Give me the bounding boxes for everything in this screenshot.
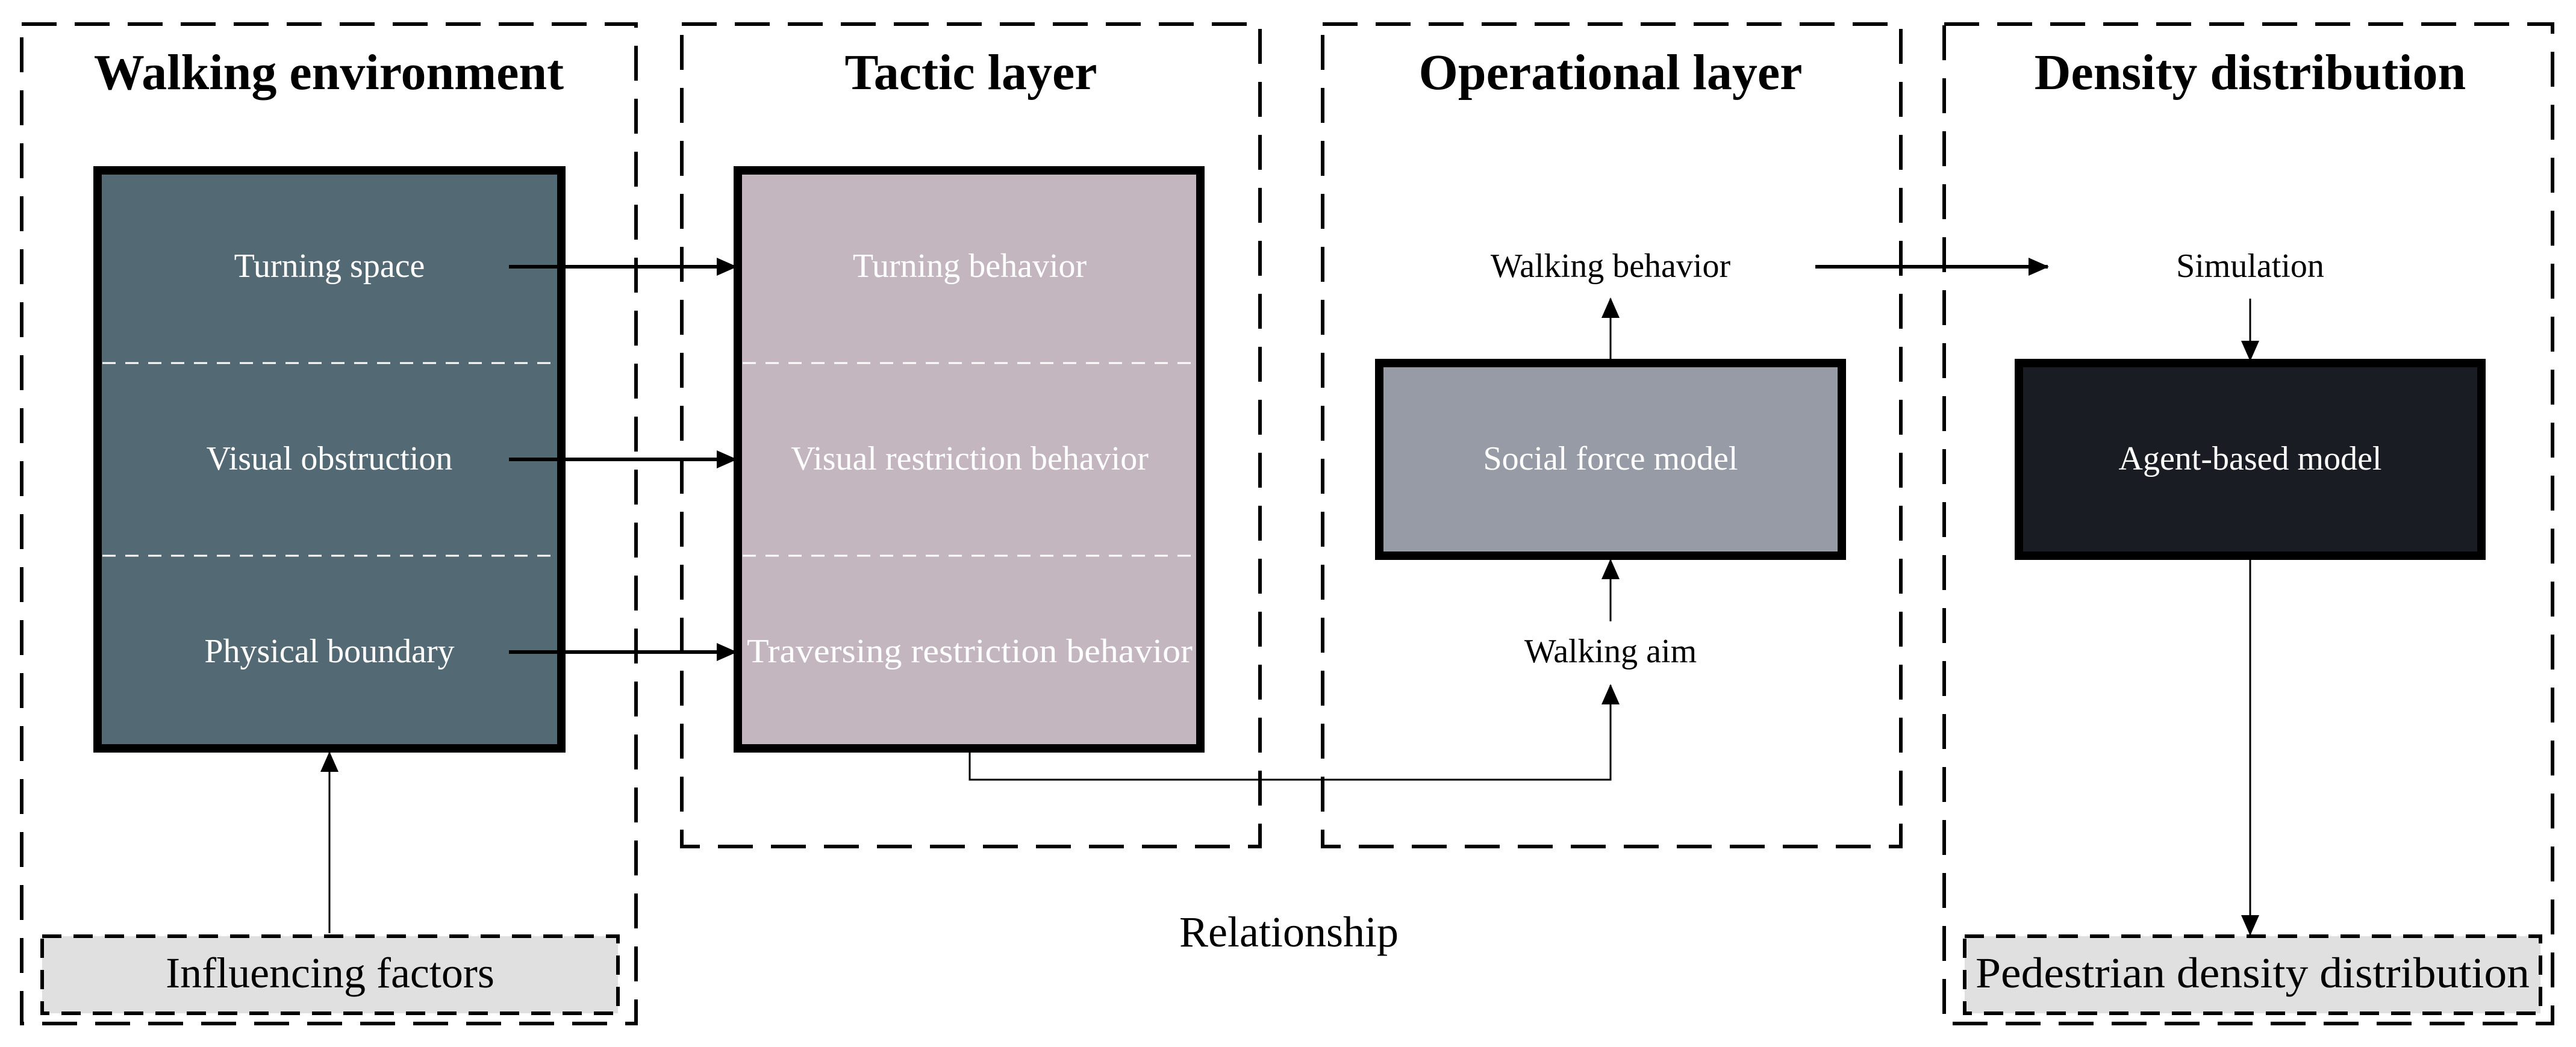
environment-item-physical-boundary: Physical boundary [204,633,454,670]
tactic-item-turning-behavior: Turning behavior [853,247,1087,285]
section-frame-tactic-layer [680,22,1262,848]
environment-box [93,166,566,753]
simulation-label: Simulation [2176,247,2324,285]
relationship-label: Relationship [1179,908,1399,956]
tactic-box [734,166,1205,753]
tactic-item-visual-restriction-behavior: Visual restriction behavior [791,440,1149,477]
tactic-item-traversing-restriction-behavior: Traversing restriction behavior [747,633,1193,670]
section-frame-density-distribution [1942,22,2554,1025]
environment-item-turning-space: Turning space [234,247,425,285]
section-title-operational-layer: Operational layer [1419,45,1803,101]
arrow-tactic-to-aim [968,684,1620,781]
social-force-model-label: Social force model [1483,440,1738,477]
influencing-factors-label: Influencing factors [166,949,494,997]
section-title-tactic-layer: Tactic layer [844,45,1097,101]
environment-item-visual-obstruction: Visual obstruction [207,440,453,477]
section-title-walking-environment: Walking environment [94,45,564,101]
agent-based-model-label: Agent-based model [2119,440,2382,477]
section-title-density-distribution: Density distribution [2035,45,2466,101]
pedestrian-density-box [1963,934,2542,1015]
walking-behavior-label: Walking behavior [1491,247,1731,285]
influencing-factors-box [40,934,620,1015]
pedestrian-density-label: Pedestrian density distribution [1976,949,2530,997]
section-frame-operational-layer [1321,22,1903,848]
agent-based-model-box [2015,359,2486,560]
walking-aim-label: Walking aim [1524,633,1697,670]
section-frame-walking-environment [20,22,638,1025]
social-force-model-box [1375,359,1846,560]
